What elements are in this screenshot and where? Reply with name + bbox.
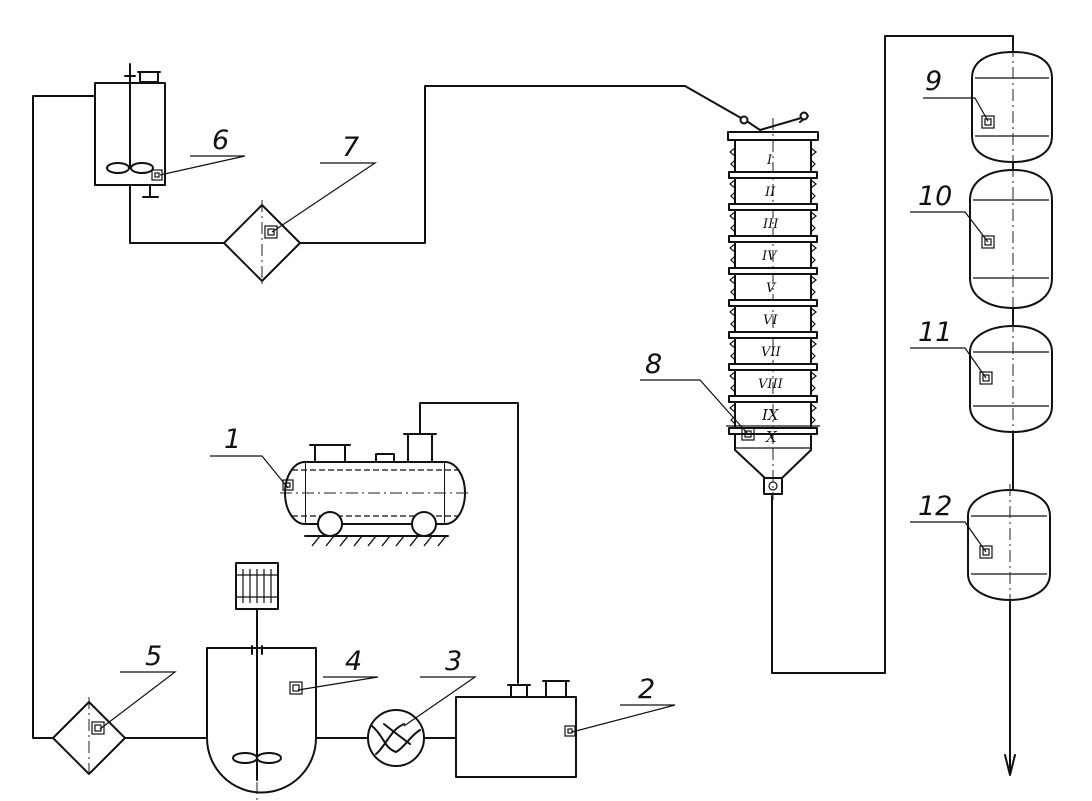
callout-11: 11	[918, 317, 952, 348]
equipment-11-receiver	[969, 320, 1053, 438]
callout-5: 5	[145, 641, 162, 672]
column-plate	[728, 395, 818, 403]
column-drum-edge	[729, 307, 817, 329]
equipment-2-tank	[455, 680, 577, 778]
equipment-5-filter	[52, 697, 126, 779]
column-drum-edge	[729, 371, 817, 393]
equipment-8-column	[726, 111, 820, 500]
column-stage-labels: I II III IV V VI VII VIII IX X	[758, 153, 784, 446]
pipe-1-to-2	[419, 402, 519, 684]
equipment-12-receiver	[967, 484, 1051, 606]
callout-2: 2	[638, 674, 655, 705]
stage-label-iii: III	[762, 217, 779, 232]
column-plate	[728, 171, 818, 179]
stage-label-ii: II	[764, 185, 776, 200]
column-plate	[728, 331, 818, 339]
column-plate	[728, 235, 818, 243]
equipment-7-filter	[223, 200, 301, 286]
callout-7: 7	[342, 132, 359, 163]
stage-label-ix: IX	[761, 406, 780, 424]
pipe-6-to-7	[129, 184, 225, 244]
callout-4: 4	[345, 646, 362, 677]
outlet-arrow	[1004, 754, 1016, 776]
column-plate	[728, 363, 818, 371]
pipelines	[32, 35, 1016, 776]
column-plate	[728, 427, 818, 435]
equipment-1-rail-tank	[280, 433, 470, 547]
stage-label-iv: IV	[761, 249, 778, 264]
stage-label-v: V	[766, 281, 777, 296]
callout-10: 10	[918, 181, 952, 212]
column-plate	[728, 299, 818, 307]
column-drum-edge	[729, 211, 817, 233]
callout-3: 3	[445, 646, 462, 677]
equipment-6-mixer	[94, 63, 166, 198]
callout-12: 12	[918, 491, 952, 522]
pipe-5-to-6	[32, 95, 96, 739]
column-plate	[728, 203, 818, 211]
equipment-3-pump	[367, 709, 425, 767]
callout-6: 6	[212, 125, 229, 156]
column-drum-edge	[729, 147, 817, 169]
equipment-9-receiver	[971, 45, 1053, 168]
column-drum-edge	[729, 243, 817, 265]
column-drum-edge	[729, 403, 817, 425]
stage-label-vi: VI	[763, 313, 778, 328]
callout-9: 9	[925, 66, 942, 97]
column-drum-edge	[729, 275, 817, 297]
equipment-4-reactor	[206, 562, 317, 801]
callout-labels: 1 2 3 4 5 6 7 8 9 10 11 12	[145, 66, 952, 705]
pipe-8-to-9	[771, 35, 1014, 674]
column-plate	[728, 267, 818, 275]
callout-8: 8	[645, 349, 662, 380]
stage-label-viii: VIII	[758, 377, 784, 392]
pipe-7-to-8	[299, 85, 749, 244]
callout-1: 1	[224, 424, 241, 455]
stage-label-vii: VII	[761, 345, 782, 360]
callout-leaders	[99, 97, 989, 733]
column-drum-edge	[729, 339, 817, 361]
stage-label-i: I	[766, 153, 773, 168]
column-drum-edge	[729, 179, 817, 201]
stage-label-x: X	[765, 428, 778, 446]
equipment-10-receiver	[969, 165, 1053, 314]
